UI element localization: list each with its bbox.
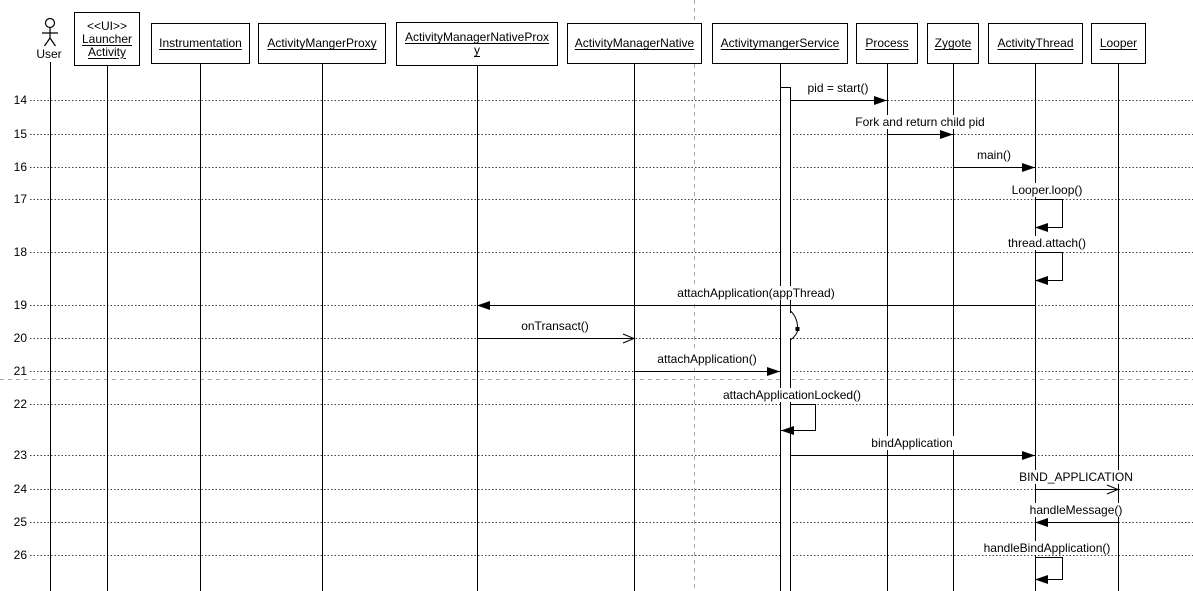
participant-activity-thread-name-line: ActivityThread — [997, 36, 1074, 50]
message-label-bind-application-message: BIND_APPLICATION — [1017, 470, 1135, 484]
participant-zygote-name-line: Zygote — [934, 36, 972, 50]
message-label-looper-loop: Looper.loop() — [1009, 183, 1085, 197]
participant-looper: Looper — [1091, 23, 1146, 64]
arrowhead-handle-bind-application — [1035, 575, 1048, 584]
message-label-bind-application: bindApplication — [869, 436, 955, 450]
participant-process-name-line: Process — [865, 36, 909, 50]
message-label-on-transact: onTransact() — [519, 319, 591, 333]
row-number-20: 20 — [13, 331, 27, 345]
message-label-handle-message: handleMessage() — [1027, 503, 1125, 517]
row-number-15: 15 — [13, 127, 27, 141]
row-number-16: 16 — [13, 160, 27, 174]
participant-activity-manager-native-proxy-name-line: y — [474, 43, 480, 57]
row-number-14: 14 — [13, 93, 27, 107]
arrowhead-thread-attach — [1035, 276, 1048, 285]
row-number-17: 17 — [13, 192, 27, 206]
participant-activity-manger-proxy: ActivityMangerProxy — [258, 23, 386, 64]
participant-zygote: Zygote — [927, 23, 979, 64]
self-message-arrow-looper-loop — [1035, 199, 1063, 228]
row-number-22: 22 — [13, 397, 27, 411]
arrowhead-pid-start — [874, 96, 887, 105]
arrowhead-main — [1022, 163, 1035, 172]
message-label-main: main() — [974, 148, 1014, 162]
participant-instrumentation-name-line: Instrumentation — [159, 36, 242, 50]
participant-user-label: User — [36, 47, 62, 61]
user-actor-figure — [42, 27, 58, 47]
self-message-arrow-handle-bind-application — [1035, 557, 1063, 580]
participant-looper-name-line: Looper — [1099, 36, 1138, 50]
participant-activity-manger-proxy-name-line: ActivityMangerProxy — [267, 36, 377, 50]
row-number-26: 26 — [13, 548, 27, 562]
participant-launcher-activity-name-line: <<UI>> — [86, 18, 128, 33]
participant-process: Process — [856, 23, 918, 64]
arrowhead-handle-message — [1035, 518, 1048, 527]
arrowhead-fork-and-return-child-pid — [940, 130, 953, 139]
arrowhead-attach-application-locked — [781, 426, 794, 435]
crossing-marker-mask — [787, 313, 793, 338]
message-label-pid-start: pid = start() — [805, 81, 871, 95]
crossing-marker — [790, 310, 798, 341]
participant-activity-manager-native: ActivityManagerNative — [567, 23, 702, 64]
participant-launcher-activity-name-line: Activity — [87, 44, 126, 59]
arrowhead-bind-application — [1022, 451, 1035, 460]
participant-activity-manager-native-name-line: ActivityManagerNative — [574, 36, 695, 50]
row-number-19: 19 — [13, 298, 27, 312]
participant-activitymanger-service-name-line: ActivitymangerService — [720, 36, 840, 50]
participant-activitymanger-service: ActivitymangerService — [712, 23, 848, 64]
message-label-handle-bind-application: handleBindApplication() — [981, 541, 1113, 555]
message-label-thread-attach: thread.attach() — [1005, 236, 1089, 250]
arrowhead-looper-loop — [1035, 223, 1048, 232]
row-number-24: 24 — [13, 482, 27, 496]
message-label-fork-and-return-child-pid: Fork and return child pid — [853, 115, 987, 129]
participant-instrumentation: Instrumentation — [151, 23, 250, 64]
arrowhead-bind-application-message — [1106, 484, 1120, 495]
row-number-18: 18 — [13, 245, 27, 259]
participant-launcher-activity-name-line: Launcher — [81, 31, 133, 46]
row-number-23: 23 — [13, 448, 27, 462]
crossing-marker-dot — [795, 327, 800, 331]
participant-activity-thread: ActivityThread — [988, 23, 1083, 64]
self-message-arrow-thread-attach — [1035, 252, 1063, 281]
row-number-21: 21 — [13, 364, 27, 378]
row-number-25: 25 — [13, 515, 27, 529]
self-message-arrow-attach-application-locked — [781, 404, 816, 431]
participant-activity-manager-native-proxy-name-line: ActivityManagerNativeProx — [404, 30, 550, 44]
message-label-attach-application-locked: attachApplicationLocked() — [720, 388, 864, 402]
arrowhead-on-transact — [622, 333, 636, 344]
user-actor-icon — [44, 17, 56, 29]
arrowhead-attach-application — [767, 367, 780, 376]
message-label-attach-application: attachApplication() — [655, 352, 759, 366]
message-label-attach-application-appthread: attachApplication(appThread) — [675, 286, 837, 300]
activation-bar-activitymanger-service — [780, 87, 791, 591]
arrowhead-attach-application-appthread — [477, 301, 490, 310]
